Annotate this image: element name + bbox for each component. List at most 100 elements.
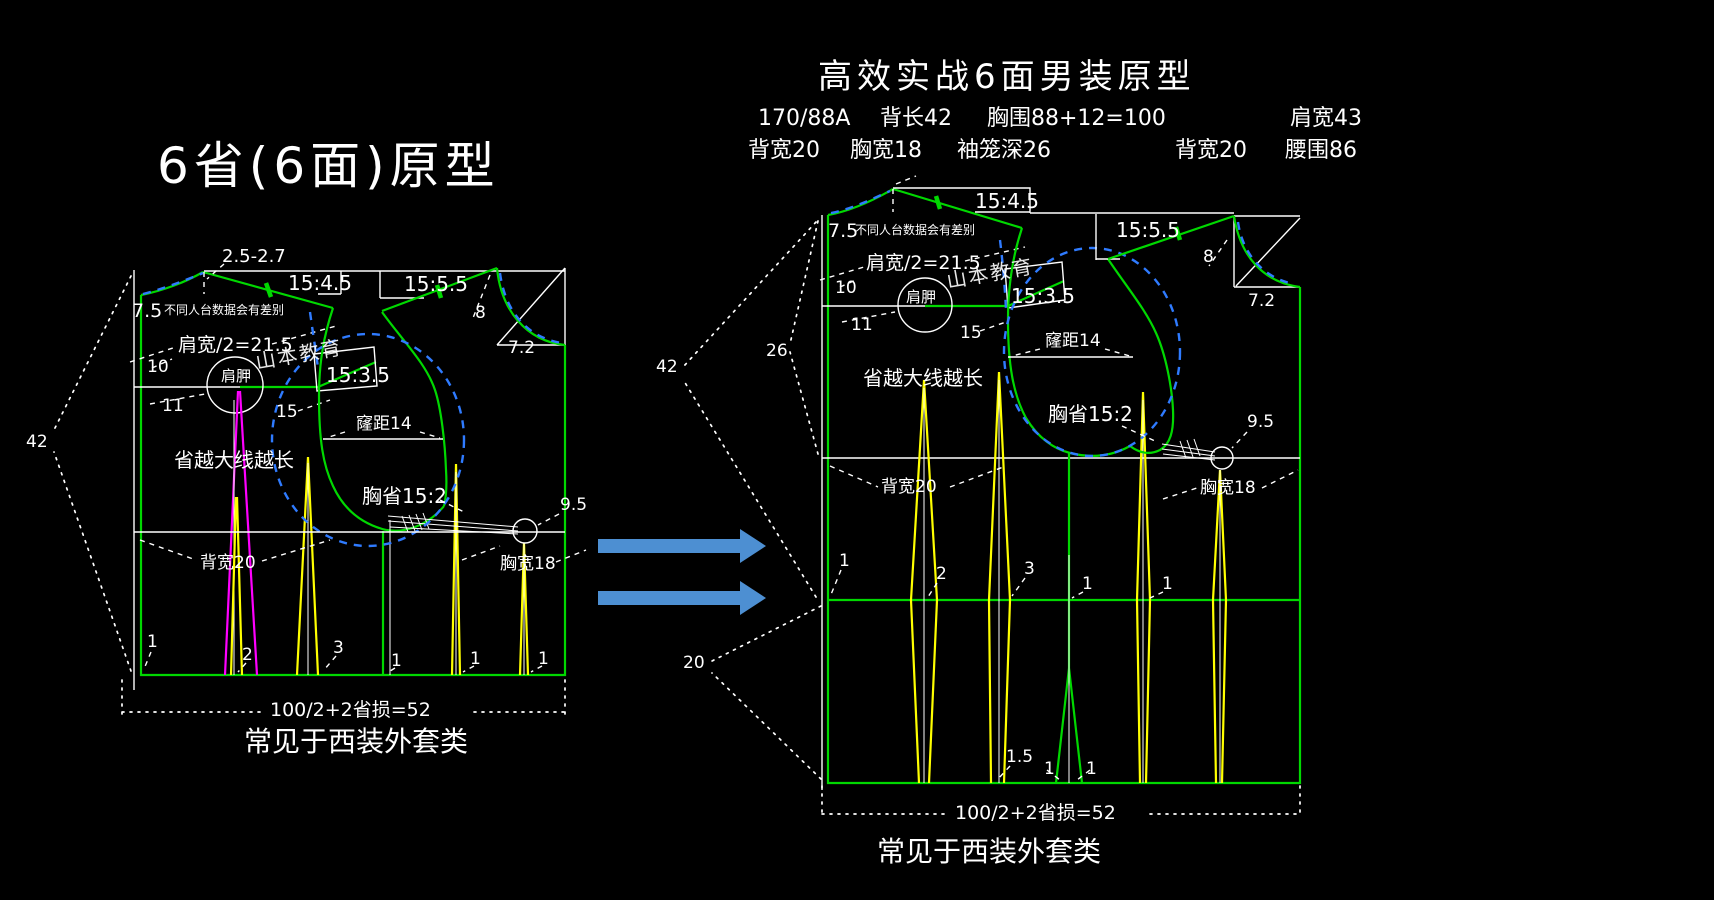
spec-back-width2: 背宽20	[1175, 138, 1247, 163]
left-front-shoulder-notch	[434, 284, 444, 299]
right-armhole-guide-ellipse	[1002, 246, 1182, 458]
right-neck-guide-dashed	[830, 189, 891, 215]
label-back-length: 42	[656, 357, 678, 377]
label-dimension: 100/2+2省损=52	[955, 802, 1116, 824]
right-front-shoulder-notch	[1173, 226, 1183, 241]
right-shoulder-ratio-box	[893, 187, 1234, 214]
left-backlength-bracket	[53, 275, 132, 672]
right-title: 高效实战6面男装原型	[818, 57, 1196, 97]
spec-chest-width: 胸宽18	[850, 138, 922, 163]
label-chest-dart: 胸省15:2	[1048, 402, 1133, 426]
left-shoulder-ratio-box	[318, 271, 342, 295]
right-hem-label-leaders	[997, 765, 1091, 781]
left-armhole-guide-ellipse	[270, 332, 466, 548]
label-scapula: 肩胛	[906, 288, 936, 306]
left-bust-point-circle	[512, 518, 538, 544]
waist-label-1: 1	[839, 551, 850, 571]
left-backwidth-leaders	[139, 539, 331, 562]
label-back-ratio: 15:4.5	[288, 271, 352, 295]
left-back-armhole-curve	[317, 307, 387, 532]
waist-label-2: 2	[242, 645, 253, 665]
label-front-ratio: 15:5.5	[404, 272, 468, 296]
spec-bust: 胸围88+12=100	[987, 106, 1166, 131]
right-front-shoulder-line	[1107, 214, 1235, 261]
left-shoulderwidth-leaders	[129, 325, 337, 363]
right-guide-leaders	[819, 246, 1026, 332]
left-outline	[139, 295, 567, 677]
left-chest-dart-hatch	[401, 512, 430, 533]
right-backlength-bracket	[683, 221, 817, 598]
right-backwidth-leaders	[829, 465, 1007, 488]
left-front-neck-curve	[495, 267, 566, 347]
label-seven-two: 7.2	[1248, 291, 1275, 311]
label-seven-five: 7.5	[828, 220, 858, 242]
waist-label-3: 3	[333, 638, 344, 658]
left-chestdart-leader	[439, 499, 467, 514]
label-dimension: 100/2+2省损=52	[270, 699, 431, 721]
left-fifteen-leader	[297, 399, 331, 412]
left-ten-leader	[151, 358, 173, 369]
label-back-ratio: 15:4.5	[975, 189, 1039, 213]
label-seven-five: 7.5	[132, 300, 162, 322]
left-ninefive-leader	[537, 513, 560, 526]
right-arrow-icon	[598, 581, 766, 615]
left-title: 6省(6面)原型	[157, 137, 500, 195]
waist-label-1: 1	[147, 632, 158, 652]
label-note: 不同人台数据会有差别	[164, 302, 284, 317]
label-eight: 8	[1203, 247, 1214, 267]
left-neck-rise-leader	[206, 263, 225, 280]
right-neck-rise-tick	[892, 175, 917, 212]
label-back-width: 背宽20	[881, 477, 937, 497]
spec-waist: 腰围86	[1285, 138, 1357, 163]
right-armhole-span-leaders	[1011, 348, 1156, 442]
label-below-chest: 20	[683, 653, 705, 673]
hem-label-gap: 1.5	[1006, 747, 1033, 767]
right-back-dart	[909, 379, 939, 784]
label-armhole-span: 窿距14	[356, 414, 412, 434]
waist-label-4: 1	[1082, 574, 1093, 594]
label-shoulder-width: 肩宽/2=21.5	[178, 334, 293, 356]
right-front-dart	[1211, 469, 1228, 784]
label-scapula-ratio: 15:3.5	[326, 363, 390, 387]
label-dart-note: 省越大线越长	[863, 366, 983, 390]
waist-label-4: 1	[391, 651, 402, 671]
right-pattern: 高效实战6面男装原型 170/88A 背长42 胸围88+12=100 肩宽43…	[656, 57, 1362, 868]
right-front-armhole-curve	[1107, 258, 1175, 455]
right-outline	[826, 215, 1302, 785]
label-scye-depth: 26	[766, 341, 788, 361]
label-caption: 常见于西装外套类	[244, 725, 468, 758]
waist-label-6: 1	[538, 649, 549, 669]
label-seven-two: 7.2	[508, 338, 535, 358]
label-dart-note: 省越大线越长	[174, 448, 294, 472]
waist-label-3: 3	[1024, 559, 1035, 579]
left-pattern: 6省(6面)原型	[26, 137, 587, 758]
label-fifteen: 15	[960, 323, 982, 343]
right-ninefive-leader	[1231, 431, 1248, 449]
right-bust-point-circle	[1210, 446, 1234, 470]
label-eight: 8	[475, 303, 486, 323]
left-front-neck-guide	[498, 272, 563, 345]
left-scapula-ratio-box	[313, 346, 378, 392]
waist-label-5: 1	[470, 649, 481, 669]
left-dart3-yellow	[450, 463, 462, 676]
right-shoulder-guide-dashed	[998, 239, 1008, 311]
label-front-ratio: 15:5.5	[1116, 218, 1180, 242]
right-back-armhole-curve	[1006, 227, 1071, 455]
label-eleven: 11	[162, 396, 184, 416]
label-chest-width: 胸宽18	[500, 554, 556, 574]
right-back-shoulder-line	[892, 187, 1023, 230]
label-back-length: 42	[26, 432, 48, 452]
right-arrow-icon	[598, 529, 766, 563]
label-nine-five: 9.5	[560, 495, 587, 515]
left-front-dart-yellow	[518, 542, 530, 676]
spec-scye-depth: 袖笼深26	[957, 138, 1051, 163]
label-neck-rise: 2.5-2.7	[222, 246, 286, 267]
left-neck-guide-dashed	[142, 271, 204, 296]
label-chest-width: 胸宽18	[1200, 478, 1256, 498]
right-scapula-dart-line	[925, 279, 1065, 308]
hem-label-1b: 1	[1086, 759, 1097, 779]
spec-size: 170/88A	[758, 106, 850, 131]
label-ten: 10	[835, 278, 857, 298]
right-belowchest-bracket	[711, 605, 822, 780]
label-ten: 10	[147, 357, 169, 377]
